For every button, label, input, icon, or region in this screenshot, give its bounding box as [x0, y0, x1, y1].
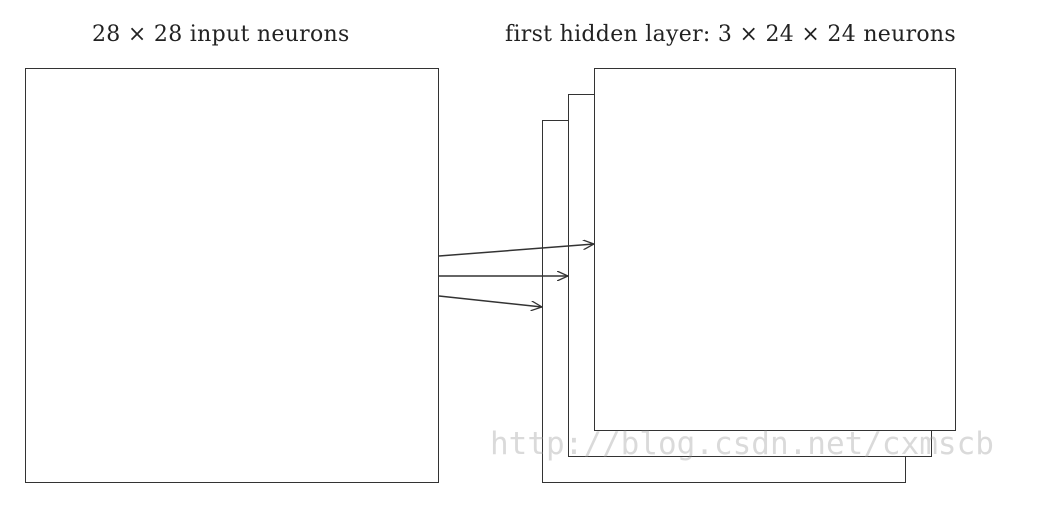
- arrow-to-map-3: [438, 295, 542, 307]
- hidden-layer-caption: first hidden layer: 3 × 24 × 24 neurons: [505, 22, 956, 47]
- feature-map-1: [594, 68, 956, 431]
- arrow-to-map-1: [438, 244, 594, 257]
- input-neurons-square: [25, 68, 439, 483]
- watermark-text: http://blog.csdn.net/cxmscb: [490, 426, 994, 462]
- input-layer-caption: 28 × 28 input neurons: [92, 22, 350, 47]
